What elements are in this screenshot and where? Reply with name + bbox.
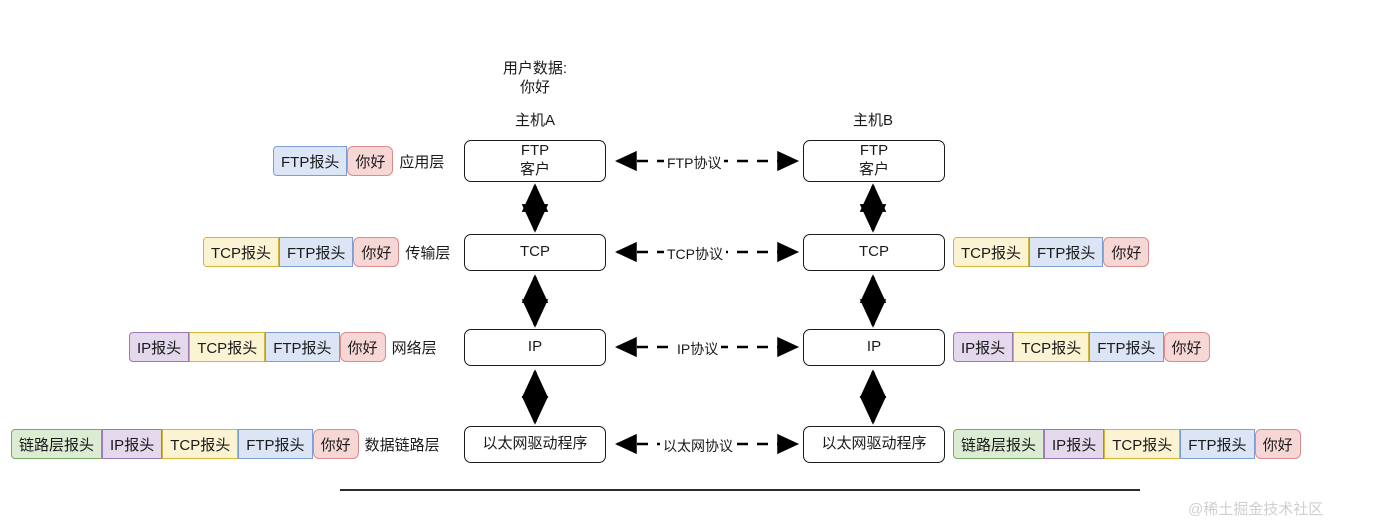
node-a-application[interactable]: FTP 客户	[464, 140, 606, 182]
chip-payload: 你好	[339, 332, 386, 362]
chip-payload: 你好	[1103, 237, 1150, 267]
watermark: @稀土掘金技术社区	[1188, 501, 1324, 518]
encapsulation-row-left-network: IP报头 TCP报头 FTP报头 你好 网络层	[129, 332, 437, 362]
chip-ip-header: IP报头	[953, 332, 1014, 362]
node-a-network[interactable]: IP	[464, 329, 606, 366]
user-data-note-line2: 你好	[519, 78, 550, 96]
transmission-medium-line	[340, 489, 1140, 491]
protocol-label-network: IP协议	[674, 339, 722, 359]
node-b-network[interactable]: IP	[803, 329, 945, 366]
chip-tcp-header: TCP报头	[1013, 332, 1090, 362]
protocol-label-application: FTP协议	[664, 153, 725, 173]
encapsulation-row-left-transport: TCP报头 FTP报头 你好 传输层	[203, 237, 450, 267]
chip-payload: 你好	[347, 146, 394, 176]
encapsulation-row-right-transport: TCP报头 FTP报头 你好	[953, 237, 1150, 267]
chip-payload: 你好	[1163, 332, 1210, 362]
encapsulation-row-right-datalink: 链路层报头 IP报头 TCP报头 FTP报头 你好	[953, 429, 1301, 459]
chip-ftp-header: FTP报头	[265, 332, 340, 362]
encapsulation-row-right-network: IP报头 TCP报头 FTP报头 你好	[953, 332, 1210, 362]
encapsulation-row-left-application: FTP报头 你好 应用层	[273, 146, 444, 176]
node-b-application[interactable]: FTP 客户	[803, 140, 945, 182]
chip-payload: 你好	[353, 237, 400, 267]
chip-ftp-header: FTP报头	[1180, 429, 1255, 459]
layer-name-network: 网络层	[391, 339, 437, 357]
host-a-label: 主机A	[514, 112, 555, 129]
node-a-datalink[interactable]: 以太网驱动程序	[464, 426, 606, 463]
chip-ip-header: IP报头	[1044, 429, 1105, 459]
user-data-note: 用户数据: 你好	[455, 60, 615, 98]
chip-ftp-header: FTP报头	[279, 237, 354, 267]
chip-ip-header: IP报头	[129, 332, 190, 362]
chip-ftp-header: FTP报头	[1089, 332, 1164, 362]
chip-ip-header: IP报头	[102, 429, 163, 459]
layer-name-datalink: 数据链路层	[364, 436, 440, 454]
host-b-label: 主机B	[852, 112, 893, 129]
node-b-transport[interactable]: TCP	[803, 234, 945, 271]
layer-name-transport: 传输层	[405, 244, 451, 262]
chip-tcp-header: TCP报头	[162, 429, 239, 459]
chip-link-header: 链路层报头	[11, 429, 103, 459]
layer-name-application: 应用层	[399, 153, 445, 171]
chip-ftp-header: FTP报头	[238, 429, 313, 459]
chip-payload: 你好	[312, 429, 359, 459]
chip-link-header: 链路层报头	[953, 429, 1045, 459]
chip-ftp-header: FTP报头	[1029, 237, 1104, 267]
protocol-label-datalink: 以太网协议	[660, 436, 736, 456]
chip-payload: 你好	[1254, 429, 1301, 459]
node-a-transport[interactable]: TCP	[464, 234, 606, 271]
chip-ftp-header: FTP报头	[273, 146, 348, 176]
chip-tcp-header: TCP报头	[1104, 429, 1181, 459]
chip-tcp-header: TCP报头	[203, 237, 280, 267]
chip-tcp-header: TCP报头	[189, 332, 266, 362]
node-b-datalink[interactable]: 以太网驱动程序	[803, 426, 945, 463]
user-data-note-line1: 用户数据:	[502, 60, 568, 77]
chip-tcp-header: TCP报头	[953, 237, 1030, 267]
protocol-label-transport: TCP协议	[664, 244, 726, 264]
encapsulation-row-left-datalink: 链路层报头 IP报头 TCP报头 FTP报头 你好 数据链路层	[11, 429, 440, 459]
